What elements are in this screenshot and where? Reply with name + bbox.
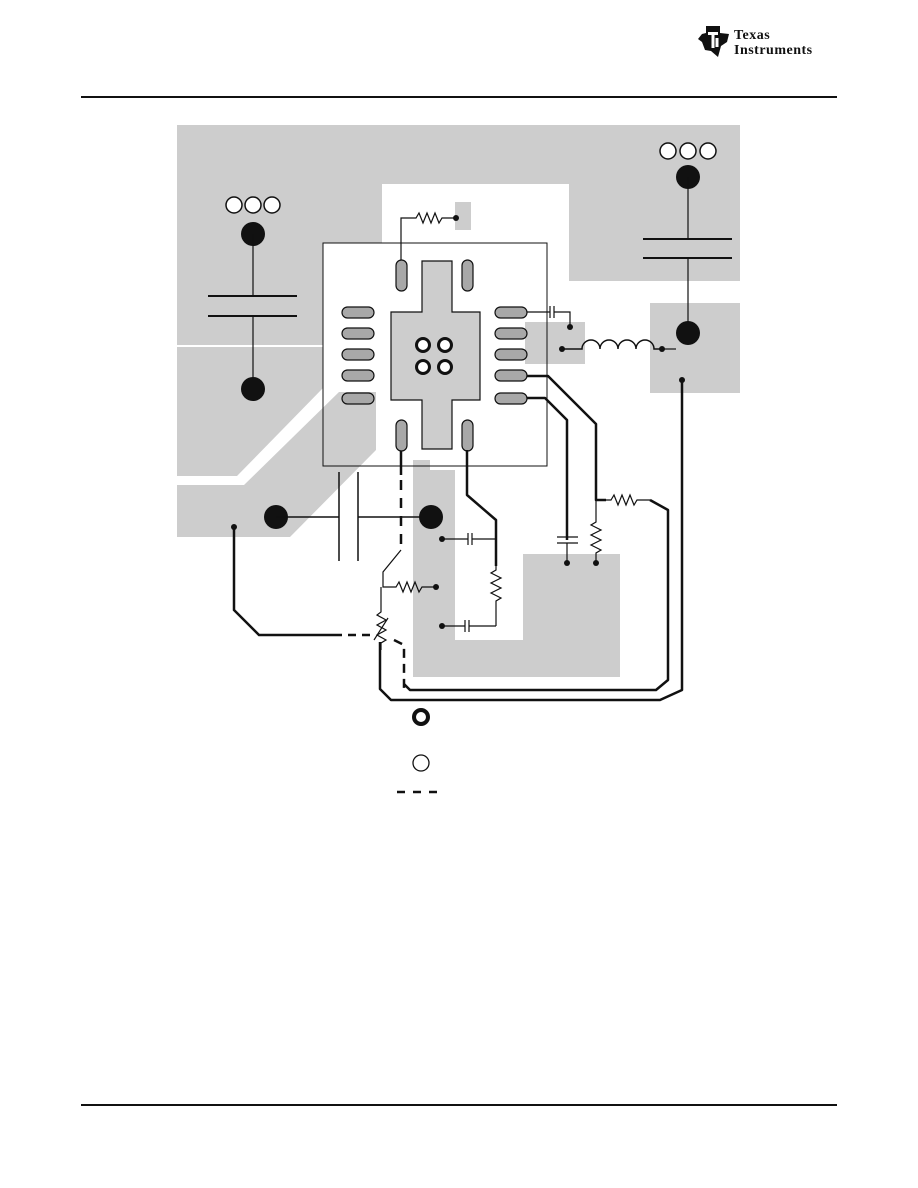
compensation-network: [439, 533, 503, 632]
fb-lower-resistor: [589, 500, 603, 563]
switch-node-pour: [525, 322, 585, 364]
potentiometer: [375, 587, 388, 650]
copper-pours: [177, 125, 740, 677]
bootstrap-capacitor: [527, 306, 573, 330]
bottom-cap-pad: [419, 505, 443, 529]
ic-pad: [494, 392, 528, 405]
ic-pad: [341, 392, 375, 405]
divider-resistors: [557, 493, 650, 566]
right-divider-trace: [403, 498, 670, 692]
ic-pad: [395, 259, 408, 292]
feedback-traces: [378, 374, 685, 702]
top-copper-pour: [177, 125, 740, 345]
ic-pad: [494, 369, 528, 382]
logo-text-line2: Instruments: [734, 43, 813, 58]
input-cap-pad: [241, 377, 265, 401]
ic-outline: [322, 242, 548, 467]
via-thin-ring-icon: [412, 754, 430, 772]
ic-package: [322, 242, 548, 467]
page-header: Texas Instruments: [0, 0, 918, 100]
thermal-via: [437, 337, 453, 353]
ic-pads-left: [341, 306, 375, 405]
terminal-hole: [263, 196, 281, 214]
thermal-pad: [390, 260, 481, 450]
bottom-ground-pour: [413, 460, 620, 677]
ic-pad: [341, 369, 375, 382]
input-terminal: [208, 196, 297, 401]
ic-pad: [341, 348, 375, 361]
ic-pad: [494, 306, 528, 319]
ti-state-logo-icon: [698, 26, 729, 57]
resistor-island-pour: [455, 202, 471, 230]
via-thick-ring-icon: [412, 708, 430, 726]
ic-pad: [341, 327, 375, 340]
left-copper-pour: [177, 347, 323, 476]
ic-pad: [461, 259, 474, 292]
legend: [397, 708, 437, 794]
ic-pad: [395, 419, 408, 452]
output-cap-pad: [676, 321, 700, 345]
terminal-hole: [225, 196, 243, 214]
comp-trace: [527, 396, 569, 540]
terminal-hole: [679, 142, 697, 160]
comp-capacitor: [557, 536, 578, 563]
thermal-via: [415, 359, 431, 375]
terminal-hole: [699, 142, 717, 160]
terminal-hole: [244, 196, 262, 214]
ic-pad: [461, 419, 474, 452]
ic-pad: [494, 348, 528, 361]
ic-pad: [341, 306, 375, 319]
logo-text-line1: Texas: [734, 28, 771, 43]
vout-sense-trace: [378, 380, 684, 702]
thermal-via: [415, 337, 431, 353]
ss-resistor: [489, 566, 503, 626]
ic-pads-right: [494, 306, 528, 405]
footer-rule: [81, 1104, 837, 1106]
ic-pad: [494, 327, 528, 340]
bottom-capacitor: [264, 472, 443, 561]
top-resistor: [400, 211, 459, 260]
output-pour: [650, 303, 740, 393]
fb-resistor: [606, 493, 650, 507]
thermal-via: [437, 359, 453, 375]
terminal-hole: [659, 142, 677, 160]
ground-pour: [177, 392, 376, 537]
ss-trace: [465, 450, 498, 566]
output-terminal: [643, 142, 732, 345]
fb-trace: [527, 374, 606, 502]
thermal-vias: [415, 337, 453, 375]
ti-logo: Texas Instruments: [696, 24, 841, 64]
header-rule: [81, 96, 837, 98]
adjust-network: [231, 451, 439, 690]
inductor: [559, 339, 676, 352]
